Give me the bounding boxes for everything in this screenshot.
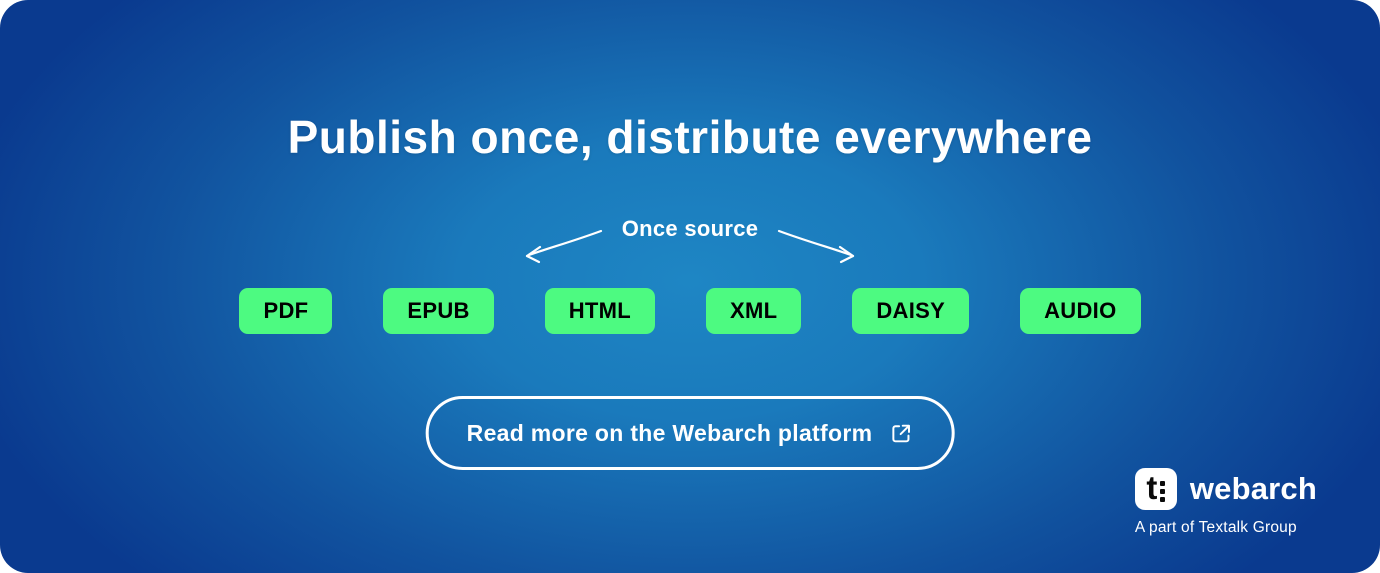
webarch-logo: t webarch A part of Textalk Group — [1134, 468, 1317, 537]
read-more-button[interactable]: Read more on the Webarch platform — [425, 396, 955, 470]
logo-row: t webarch — [1134, 468, 1317, 510]
format-badge-audio: AUDIO — [1020, 288, 1141, 334]
once-source-label: Once source — [621, 216, 759, 241]
format-badge-daisy: DAISY — [852, 288, 970, 334]
banner-title: Publish once, distribute everywhere — [287, 111, 1093, 163]
external-link-icon — [892, 424, 910, 442]
read-more-label: Read more on the Webarch platform — [466, 419, 873, 446]
logo-tagline: A part of Textalk Group — [1134, 519, 1297, 536]
format-badge-pdf: PDF — [239, 288, 333, 334]
format-badge-html: HTML — [544, 288, 656, 334]
logo-name: webarch — [1189, 471, 1317, 506]
format-badge-xml: XML — [706, 288, 802, 334]
logo-letter: t — [1146, 468, 1158, 506]
format-badge-epub: EPUB — [383, 288, 494, 334]
format-badges-row: PDF EPUB HTML XML DAISY AUDIO — [0, 288, 1380, 334]
webarch-logo-mark-icon: t — [1134, 468, 1177, 510]
logo-dots-icon — [1160, 480, 1166, 502]
